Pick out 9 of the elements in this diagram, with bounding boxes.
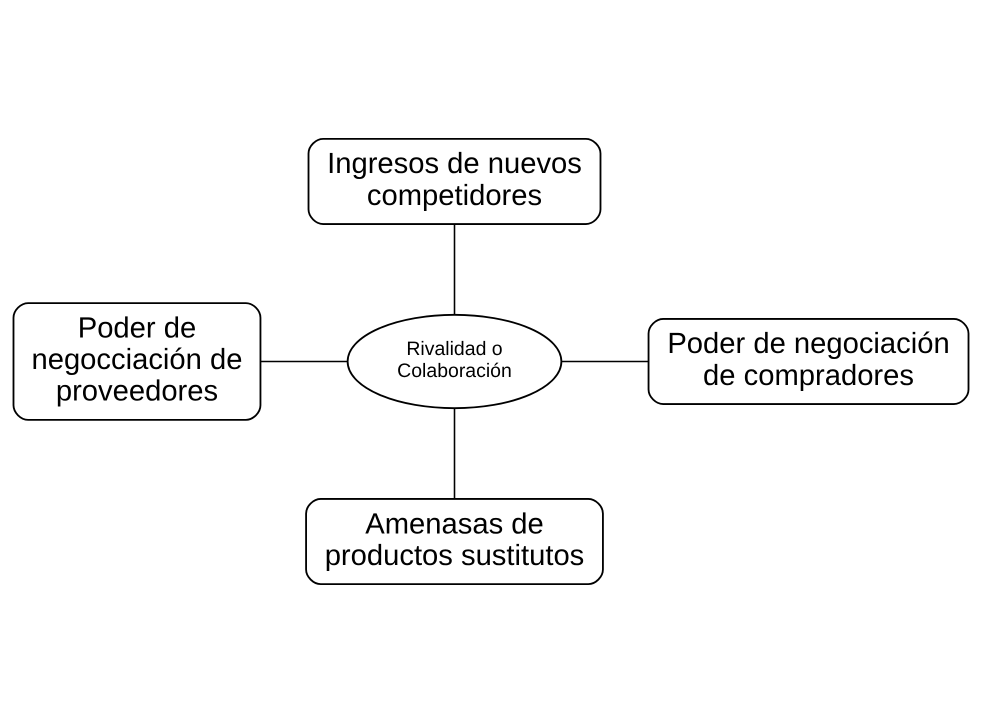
node-box: Poder de negociación de compradores xyxy=(648,318,970,404)
node-box: Amenasas de productos sustitutos xyxy=(305,498,604,585)
node-box: Ingresos de nuevos competidores xyxy=(308,137,602,224)
connector xyxy=(454,224,456,314)
node-ellipse: Rivalidad o Colaboración xyxy=(346,313,562,409)
connector xyxy=(454,408,456,498)
connector xyxy=(260,360,348,362)
node-box: Poder de negocciación de proveedores xyxy=(12,302,262,420)
connector xyxy=(561,360,648,362)
